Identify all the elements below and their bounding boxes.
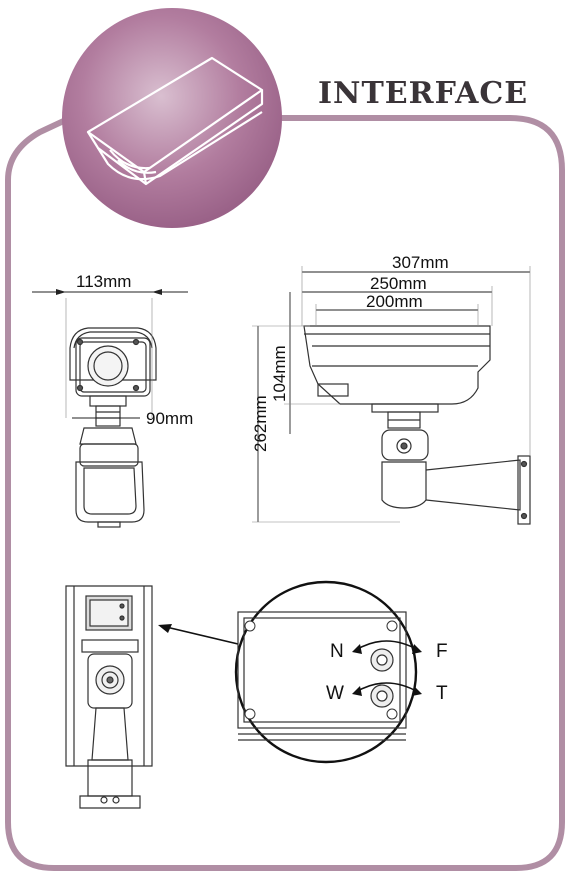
front-depth-label: 90mm <box>146 409 193 428</box>
side-height-262-label: 262mm <box>251 395 270 452</box>
callout-arrow <box>158 624 239 645</box>
label-t: T <box>436 683 448 704</box>
label-n: N <box>330 641 344 662</box>
page-title: INTERFACE <box>318 76 529 111</box>
camera-housing-icon <box>62 8 282 228</box>
front-width-label: 113mm <box>76 272 131 291</box>
adjust-arrows <box>352 640 422 696</box>
frame-border <box>5 115 565 871</box>
interface-panel-zoom <box>234 580 422 764</box>
side-length-250-label: 250mm <box>370 274 427 293</box>
adjust-knob-icon <box>370 648 394 708</box>
side-height-104-label: 104mm <box>270 345 289 402</box>
side-length-307-label: 307mm <box>392 253 449 272</box>
label-w: W <box>326 683 344 704</box>
side-view <box>252 266 531 525</box>
label-f: F <box>436 641 448 662</box>
side-length-200-label: 200mm <box>366 292 423 311</box>
front-view <box>32 289 188 528</box>
screw-icon <box>244 620 398 720</box>
rear-view <box>65 585 153 809</box>
